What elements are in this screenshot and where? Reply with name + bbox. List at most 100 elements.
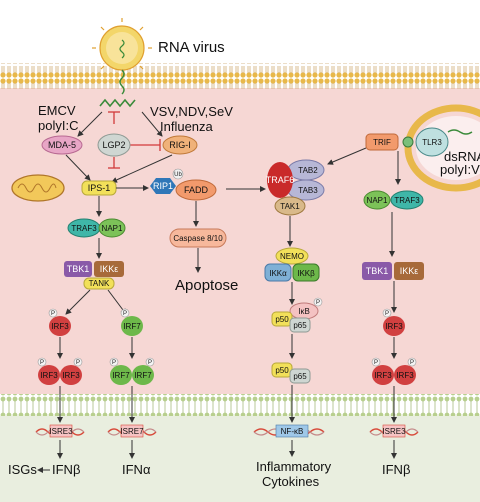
- traf6-complex: TAB2 TAB3 TAK1 TRAF6: [266, 159, 325, 216]
- svg-text:IRF7: IRF7: [112, 371, 130, 380]
- svg-text:IRF3: IRF3: [40, 371, 58, 380]
- inflammatory-label: Inflammatory: [256, 459, 332, 474]
- svg-text:IKKβ: IKKβ: [297, 269, 315, 278]
- svg-text:TRAF3: TRAF3: [71, 224, 97, 233]
- irf7-left-node: IRF7 P: [120, 308, 143, 336]
- svg-text:IRF3: IRF3: [385, 322, 403, 331]
- svg-text:Ub: Ub: [174, 172, 182, 178]
- svg-text:IKKε: IKKε: [100, 264, 119, 274]
- irf3-dimer-left: IRF3 IRF3 P P: [37, 357, 83, 385]
- svg-text:P: P: [374, 360, 378, 366]
- cytokines-label: Cytokines: [262, 474, 320, 489]
- svg-text:TAB3: TAB3: [298, 186, 318, 195]
- caspase-node: Caspase 8/10: [169, 228, 227, 248]
- trif-node: TRIF: [365, 133, 399, 151]
- svg-text:IRF7: IRF7: [134, 371, 152, 380]
- isre7-dna-icon: ISRE7: [107, 424, 157, 438]
- svg-text:P: P: [410, 360, 414, 366]
- svg-text:TBK1: TBK1: [366, 266, 389, 276]
- mda5-node: MDA-5: [41, 135, 83, 155]
- svg-text:ISRE3: ISRE3: [49, 427, 73, 436]
- virus-icon: [92, 18, 152, 71]
- svg-text:MDA-5: MDA-5: [48, 140, 76, 150]
- svg-text:TRIF: TRIF: [373, 138, 391, 147]
- svg-text:NEMO: NEMO: [280, 252, 304, 261]
- svg-text:p50: p50: [275, 366, 289, 375]
- irf3-left-node: IRF3 P: [48, 308, 71, 336]
- ikke-left-node: IKKε: [94, 261, 124, 277]
- rna-strand-icon: [99, 98, 136, 108]
- tbk1-right-node: TBK1: [362, 262, 392, 280]
- svg-text:Caspase 8/10: Caspase 8/10: [173, 234, 223, 243]
- svg-text:IKKε: IKKε: [400, 266, 419, 276]
- ikke-right-node: IKKε: [394, 262, 424, 280]
- svg-text:P: P: [51, 311, 55, 317]
- svg-text:RIP1: RIP1: [153, 181, 173, 191]
- svg-text:IRF3: IRF3: [62, 371, 80, 380]
- svg-text:TRAF6: TRAF6: [266, 175, 295, 185]
- irf3-right-node: IRF3 P: [382, 308, 405, 336]
- rip1-node: RIP1 Ub: [150, 168, 184, 194]
- svg-text:p65: p65: [293, 321, 307, 330]
- svg-text:NF-κB: NF-κB: [281, 427, 304, 436]
- polyic-left-label: polyI:C: [38, 118, 78, 133]
- emcv-label: EMCV: [38, 103, 76, 118]
- tank-node: TANK: [83, 277, 115, 290]
- svg-text:ISRE7: ISRE7: [120, 427, 144, 436]
- ikkb-node: IKKβ: [292, 263, 320, 282]
- svg-text:p50: p50: [275, 315, 289, 324]
- svg-text:P: P: [40, 360, 44, 366]
- svg-text:P: P: [123, 311, 127, 317]
- svg-text:IRF7: IRF7: [123, 322, 141, 331]
- isgs-label: ISGs: [8, 462, 37, 477]
- tlr3-node: TLR3: [402, 127, 449, 157]
- vsv-group-label: VSV,NDV,SeV: [150, 104, 233, 119]
- svg-text:IRF3: IRF3: [374, 371, 392, 380]
- svg-text:NAP1: NAP1: [102, 224, 123, 233]
- tbk1-left-node: TBK1: [64, 261, 92, 277]
- nfkb-dimer: p50 p65: [271, 362, 311, 384]
- traf3-right-node: TRAF3: [390, 190, 424, 210]
- svg-text:TLR3: TLR3: [422, 138, 442, 147]
- svg-text:RIG-I: RIG-I: [169, 140, 191, 150]
- svg-text:TBK1: TBK1: [67, 264, 90, 274]
- svg-text:ISRE3: ISRE3: [382, 427, 406, 436]
- svg-text:p65: p65: [293, 372, 307, 381]
- apoptose-label: Apoptose: [175, 277, 238, 294]
- svg-text:IKKα: IKKα: [269, 269, 287, 278]
- plasma-membrane-icon: [0, 63, 480, 89]
- isre3-right-dna-icon: ISRE3: [369, 424, 419, 438]
- svg-text:TAB2: TAB2: [298, 166, 318, 175]
- svg-text:TRAF3: TRAF3: [394, 196, 420, 205]
- nfkb-dna-icon: NF-κB: [253, 424, 325, 438]
- rna-virus-label: RNA virus: [158, 39, 225, 56]
- svg-text:P: P: [76, 360, 80, 366]
- polyic-right-label: polyI:V: [440, 162, 480, 177]
- svg-text:NAP1: NAP1: [367, 196, 388, 205]
- svg-text:IRF3: IRF3: [396, 371, 414, 380]
- nemo-node: NEMO: [275, 247, 309, 265]
- nap1-right-node: NAP1: [363, 190, 391, 210]
- svg-text:TAK1: TAK1: [280, 202, 300, 211]
- isre3-left-dna-icon: ISRE3: [35, 424, 85, 438]
- fadd-node: FADD: [175, 179, 217, 201]
- lgp2-node: LGP2: [97, 133, 131, 157]
- svg-text:IRF3: IRF3: [51, 322, 69, 331]
- dsrna-label: dsRNA: [444, 149, 480, 164]
- irf7-dimer: IRF7 IRF7 P P: [109, 357, 155, 385]
- svg-text:IκB: IκB: [298, 307, 310, 316]
- dsrna-strand-icon: [447, 129, 473, 135]
- traf3-left-node: TRAF3: [67, 218, 101, 238]
- nfkb-ikb-complex: IκB p50 p65 P: [271, 297, 323, 333]
- svg-text:FADD: FADD: [184, 185, 209, 195]
- ifna-label: IFNα: [122, 462, 151, 477]
- svg-text:TANK: TANK: [89, 279, 110, 288]
- ifnb-right-label: IFNβ: [382, 462, 410, 477]
- ifnb-left-label: IFNβ: [52, 462, 80, 477]
- nap1-left-node: NAP1: [98, 218, 126, 238]
- svg-text:P: P: [385, 311, 389, 317]
- svg-text:LGP2: LGP2: [102, 140, 125, 150]
- ips1-node: IPS-1: [81, 180, 117, 196]
